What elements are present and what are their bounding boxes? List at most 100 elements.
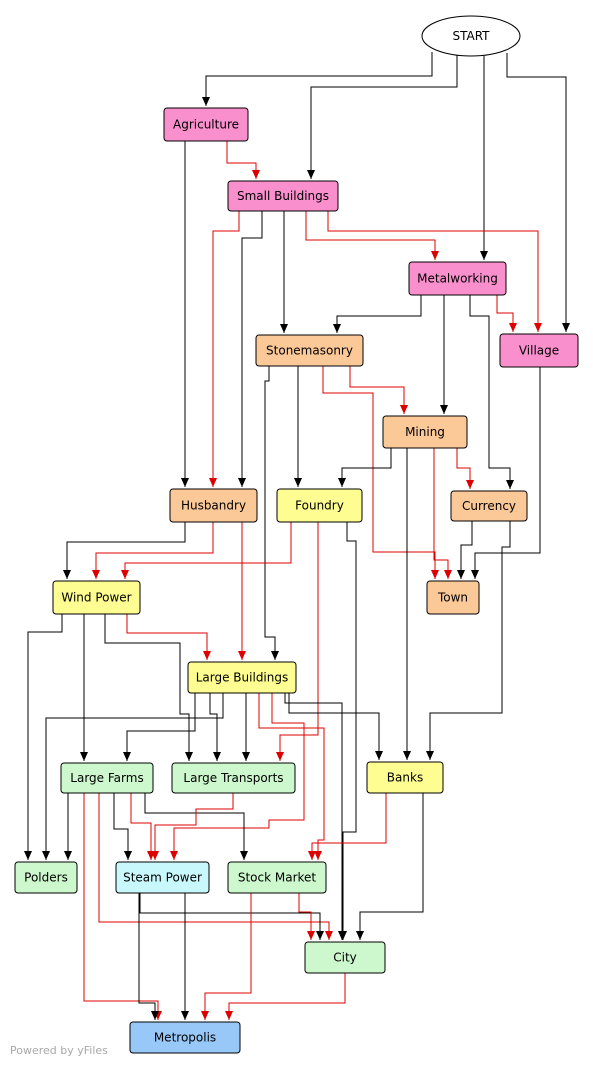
node-city: City bbox=[304, 941, 386, 974]
node-large-buildings-box bbox=[187, 661, 297, 694]
node-foundry-label: Foundry bbox=[295, 499, 344, 513]
node-metropolis: Metropolis bbox=[129, 1021, 241, 1054]
edge-wind-power-to-large-transports bbox=[104, 614, 193, 761]
edge-large-transports-to-steam-power bbox=[356, 793, 424, 940]
edges-layer bbox=[24, 52, 570, 1020]
edge-large-farms-to-metropolis bbox=[308, 793, 387, 860]
node-village-box bbox=[499, 333, 579, 368]
node-mining-box bbox=[382, 415, 468, 449]
node-steam-power-label: Steam Power bbox=[123, 871, 202, 885]
node-metalworking: Metalworking bbox=[408, 261, 507, 296]
edge-mining-to-town bbox=[433, 448, 452, 579]
node-stock-market-label: Stock Market bbox=[238, 871, 317, 885]
node-husbandry-label: Husbandry bbox=[181, 499, 246, 513]
node-stock-market-box bbox=[227, 861, 327, 894]
node-town-label: Town bbox=[437, 591, 468, 605]
edge-large-farms-to-polders bbox=[130, 793, 155, 860]
node-metalworking-box bbox=[408, 261, 507, 296]
node-city-label: City bbox=[333, 951, 357, 965]
edge-metalworking-to-currency bbox=[469, 295, 514, 489]
edge-large-buildings-to-steam-power bbox=[284, 693, 346, 940]
node-town-box bbox=[426, 580, 480, 615]
node-husbandry-box bbox=[169, 488, 258, 523]
node-large-farms-label: Large Farms bbox=[70, 771, 143, 785]
edge-mining-to-currency bbox=[456, 448, 474, 489]
edge-metalworking-to-stonemasonry bbox=[333, 295, 422, 333]
node-stock-market: Stock Market bbox=[227, 861, 327, 894]
edge-large-farms-to-city bbox=[151, 793, 234, 860]
node-banks-box bbox=[366, 761, 444, 794]
edge-stonemasonry-to-mining bbox=[349, 366, 408, 414]
edge-foundry-to-city bbox=[339, 522, 357, 940]
edge-large-farms-to-steam-power bbox=[144, 793, 248, 860]
node-banks-label: Banks bbox=[387, 771, 423, 785]
edge-agriculture-to-small-buildings bbox=[226, 141, 260, 179]
edge-stonemasonry-to-town bbox=[322, 366, 439, 579]
node-wind-power-label: Wind Power bbox=[61, 591, 131, 605]
edge-small-buildings-to-metalworking bbox=[305, 211, 439, 260]
node-polders-box bbox=[14, 861, 78, 894]
edge-currency-to-town bbox=[457, 521, 473, 579]
edge-currency-to-banks bbox=[426, 521, 511, 760]
edge-large-farms-to-steam-power bbox=[98, 793, 333, 940]
node-foundry-box bbox=[276, 488, 363, 523]
node-large-farms: Large Farms bbox=[60, 762, 154, 794]
edge-foundry-to-wind-power bbox=[121, 522, 292, 579]
edge-mining-to-foundry bbox=[338, 448, 392, 487]
edge-start-to-small-buildings bbox=[307, 55, 458, 179]
node-start-label: START bbox=[452, 29, 490, 43]
node-currency-label: Currency bbox=[462, 499, 516, 513]
node-large-transports-label: Large Transports bbox=[183, 771, 283, 785]
edge-large-buildings-to-large-transports bbox=[170, 693, 305, 860]
edge-metalworking-to-village bbox=[496, 295, 517, 332]
node-village: Village bbox=[499, 333, 579, 368]
node-wind-power: Wind Power bbox=[52, 580, 141, 615]
edge-start-to-agriculture bbox=[202, 52, 433, 106]
node-large-buildings-label: Large Buildings bbox=[196, 671, 289, 685]
edge-large-buildings-to-polders bbox=[113, 793, 132, 860]
node-currency-box bbox=[450, 490, 528, 522]
node-town: Town bbox=[426, 580, 480, 615]
edge-small-buildings-to-village bbox=[327, 211, 542, 332]
node-start: START bbox=[421, 15, 521, 57]
edge-husbandry-to-wind-power bbox=[92, 522, 214, 579]
node-polders-label: Polders bbox=[24, 871, 68, 885]
node-metropolis-box bbox=[129, 1021, 241, 1054]
edge-banks-to-city bbox=[138, 893, 159, 1020]
edge-foundry-to-large-transports bbox=[276, 522, 319, 761]
node-large-transports: Large Transports bbox=[171, 762, 296, 794]
edge-town-to-banks bbox=[123, 693, 196, 761]
node-agriculture-label: Agriculture bbox=[173, 118, 239, 132]
node-stonemasonry: Stonemasonry bbox=[255, 334, 364, 367]
node-large-farms-box bbox=[60, 762, 154, 794]
node-city-box bbox=[304, 941, 386, 974]
powered-by-footer: Powered by yFiles bbox=[10, 1044, 108, 1057]
edge-stonemasonry-to-large-buildings bbox=[264, 366, 279, 660]
edge-large-buildings-to-stock-market bbox=[42, 693, 224, 860]
edge-start-to-village bbox=[506, 53, 570, 332]
node-foundry: Foundry bbox=[276, 488, 363, 523]
edge-steam-power-to-metropolis bbox=[139, 893, 324, 940]
node-wind-power-box bbox=[52, 580, 141, 615]
node-steam-power-box bbox=[115, 861, 210, 894]
node-large-transports-box bbox=[171, 762, 296, 794]
node-mining: Mining bbox=[382, 415, 468, 449]
node-stonemasonry-label: Stonemasonry bbox=[266, 344, 353, 358]
edge-husbandry-to-wind-power bbox=[63, 522, 186, 579]
node-small-buildings-label: Small Buildings bbox=[237, 189, 329, 203]
node-stonemasonry-box bbox=[255, 334, 364, 367]
node-polders: Polders bbox=[14, 861, 78, 894]
edge-steam-power-to-city bbox=[201, 893, 252, 1020]
edge-large-farms-to-stock-market bbox=[83, 793, 162, 1020]
edge-small-buildings-to-husbandry bbox=[209, 211, 240, 487]
edge-wind-power-to-large-buildings bbox=[126, 614, 211, 660]
edge-stock-market-to-city bbox=[225, 973, 346, 1020]
node-agriculture-box bbox=[163, 107, 249, 142]
node-small-buildings: Small Buildings bbox=[227, 180, 339, 212]
node-metropolis-label: Metropolis bbox=[154, 1031, 216, 1045]
node-currency: Currency bbox=[450, 490, 528, 522]
node-large-buildings: Large Buildings bbox=[187, 661, 297, 694]
node-small-buildings-box bbox=[227, 180, 339, 212]
